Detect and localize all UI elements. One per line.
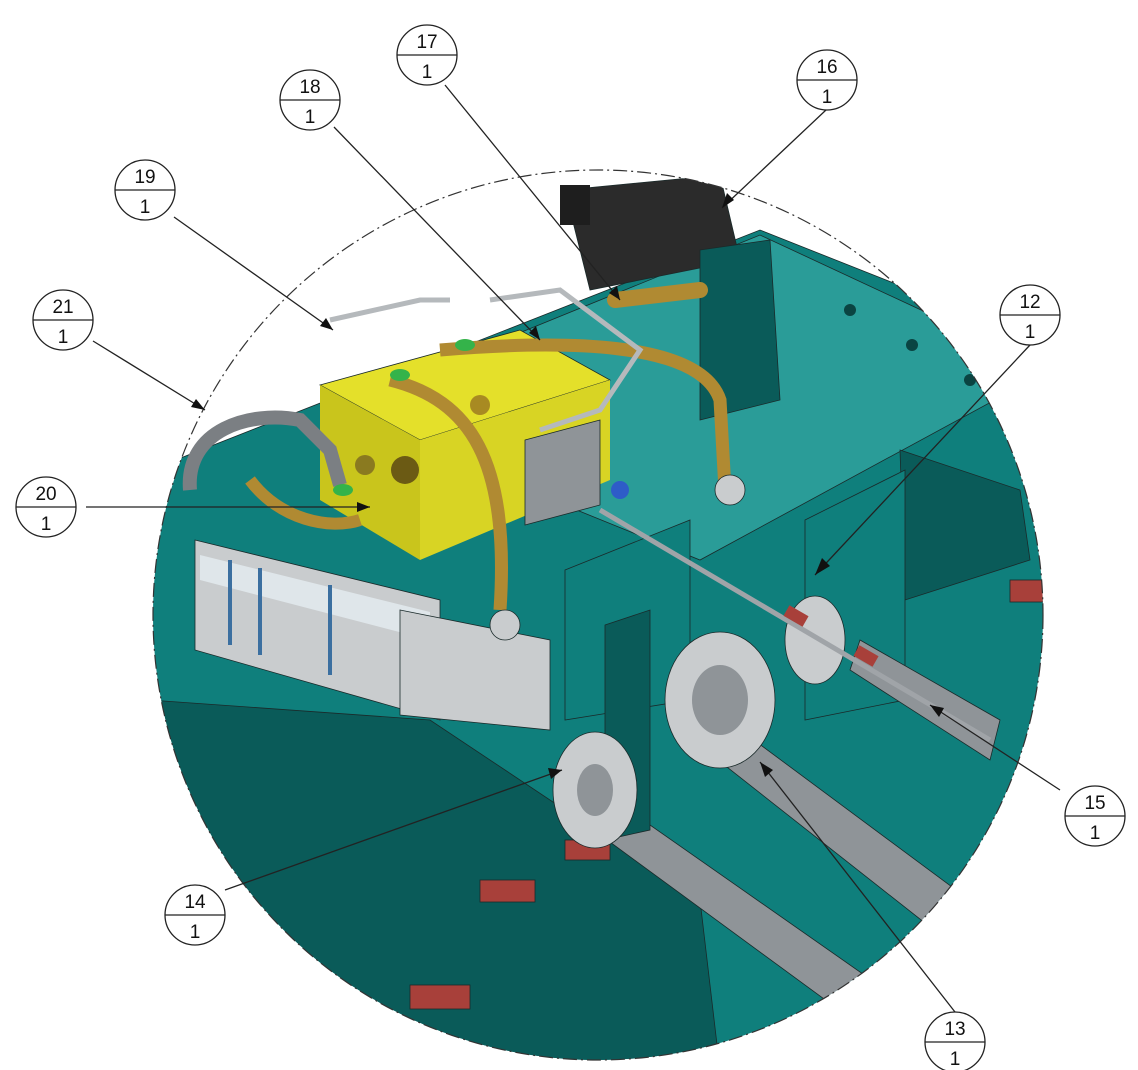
balloon-quantity: 1 (305, 107, 316, 128)
arrowhead-17 (609, 286, 620, 300)
fitting-ring (390, 369, 410, 381)
threaded-rod (598, 507, 992, 743)
blue-fitting (611, 481, 629, 499)
plate-hole (865, 235, 875, 245)
balloon-quantity: 1 (190, 922, 201, 943)
balloon-item-number: 13 (944, 1019, 965, 1040)
balloon-quantity: 1 (1090, 823, 1101, 844)
balloon-17: 17 1 (396, 24, 458, 86)
balloon-quantity: 1 (950, 1049, 961, 1070)
balloon-quantity: 1 (58, 327, 69, 348)
balloon-quantity: 1 (1025, 322, 1036, 343)
flange-coupling (664, 631, 776, 769)
leader-12 (814, 344, 1031, 576)
hydraulic-cylinder (194, 539, 551, 731)
balloon-20: 20 1 (15, 476, 77, 538)
arrowhead-19 (320, 318, 333, 330)
leader-lines (86, 84, 1061, 1013)
leader-16 (721, 109, 827, 209)
balloon-item-number: 21 (52, 297, 73, 318)
balloon-item-number: 16 (816, 57, 837, 78)
arrowhead-14 (548, 768, 562, 779)
leader-17 (444, 84, 621, 301)
balloon-18: 18 1 (279, 69, 341, 131)
hydraulic-tube (607, 282, 708, 308)
plate-hole (964, 374, 976, 386)
balloon-16: 16 1 (796, 49, 858, 111)
plate-hole (906, 339, 918, 351)
balloon-21: 21 1 (32, 289, 94, 351)
balloon-13: 13 1 (924, 1011, 986, 1070)
hydraulic-tube (245, 476, 362, 530)
arrowhead-20 (357, 502, 370, 512)
balloon-quantity: 1 (140, 197, 151, 218)
balloon-19: 19 1 (114, 159, 176, 221)
arrowhead-12 (815, 558, 830, 575)
leader-21 (92, 340, 206, 411)
pressure-filter (560, 174, 741, 291)
balloon-item-number: 15 (1084, 793, 1105, 814)
mounting-pad (479, 879, 536, 903)
balloon-quantity: 1 (822, 87, 833, 108)
balloon-item-number: 14 (184, 892, 206, 913)
flange-coupling (552, 731, 638, 849)
arrowhead-15 (930, 705, 944, 717)
plate-hole (844, 304, 856, 316)
arrowhead-13 (760, 762, 773, 777)
arrowhead-18 (529, 326, 540, 340)
mounting-pad (409, 984, 471, 1010)
leader-arrowheads (191, 193, 944, 779)
mounting-pad (1009, 579, 1043, 603)
spring (783, 605, 809, 627)
balloon-12: 12 1 (999, 284, 1061, 346)
arrowhead-16 (722, 193, 734, 208)
leader-19 (173, 216, 334, 331)
tube-nut (714, 474, 746, 506)
tube-nut (489, 609, 521, 641)
hydraulic-tube (439, 338, 732, 491)
hydraulic-tube (388, 373, 508, 611)
solenoid-valve (524, 419, 601, 526)
leader-13 (759, 761, 956, 1013)
balloon-item-number: 18 (299, 77, 320, 98)
hydraulic-hose (182, 410, 347, 491)
fitting-ring (455, 339, 475, 351)
balloon-item-number: 12 (1019, 292, 1040, 313)
arrowhead-21 (191, 399, 205, 410)
model-render (153, 174, 1043, 1060)
filter-support-bracket (699, 239, 781, 421)
spring (853, 645, 879, 667)
balloon-15: 15 1 (1064, 785, 1126, 847)
pilot-line (489, 287, 644, 433)
balloon-item-number: 20 (35, 484, 56, 505)
balloon-item-number: 17 (416, 32, 437, 53)
detail-boundary (152, 169, 1044, 1061)
balloon-14: 14 1 (164, 884, 226, 946)
balloon-quantity: 1 (422, 62, 433, 83)
leader-14 (224, 769, 563, 891)
balloon-item-number: 19 (134, 167, 155, 188)
leader-15 (929, 704, 1061, 791)
leader-18 (333, 126, 541, 341)
pilot-line (329, 297, 450, 323)
fitting-ring (333, 484, 353, 496)
balloon-quantity: 1 (41, 514, 52, 535)
